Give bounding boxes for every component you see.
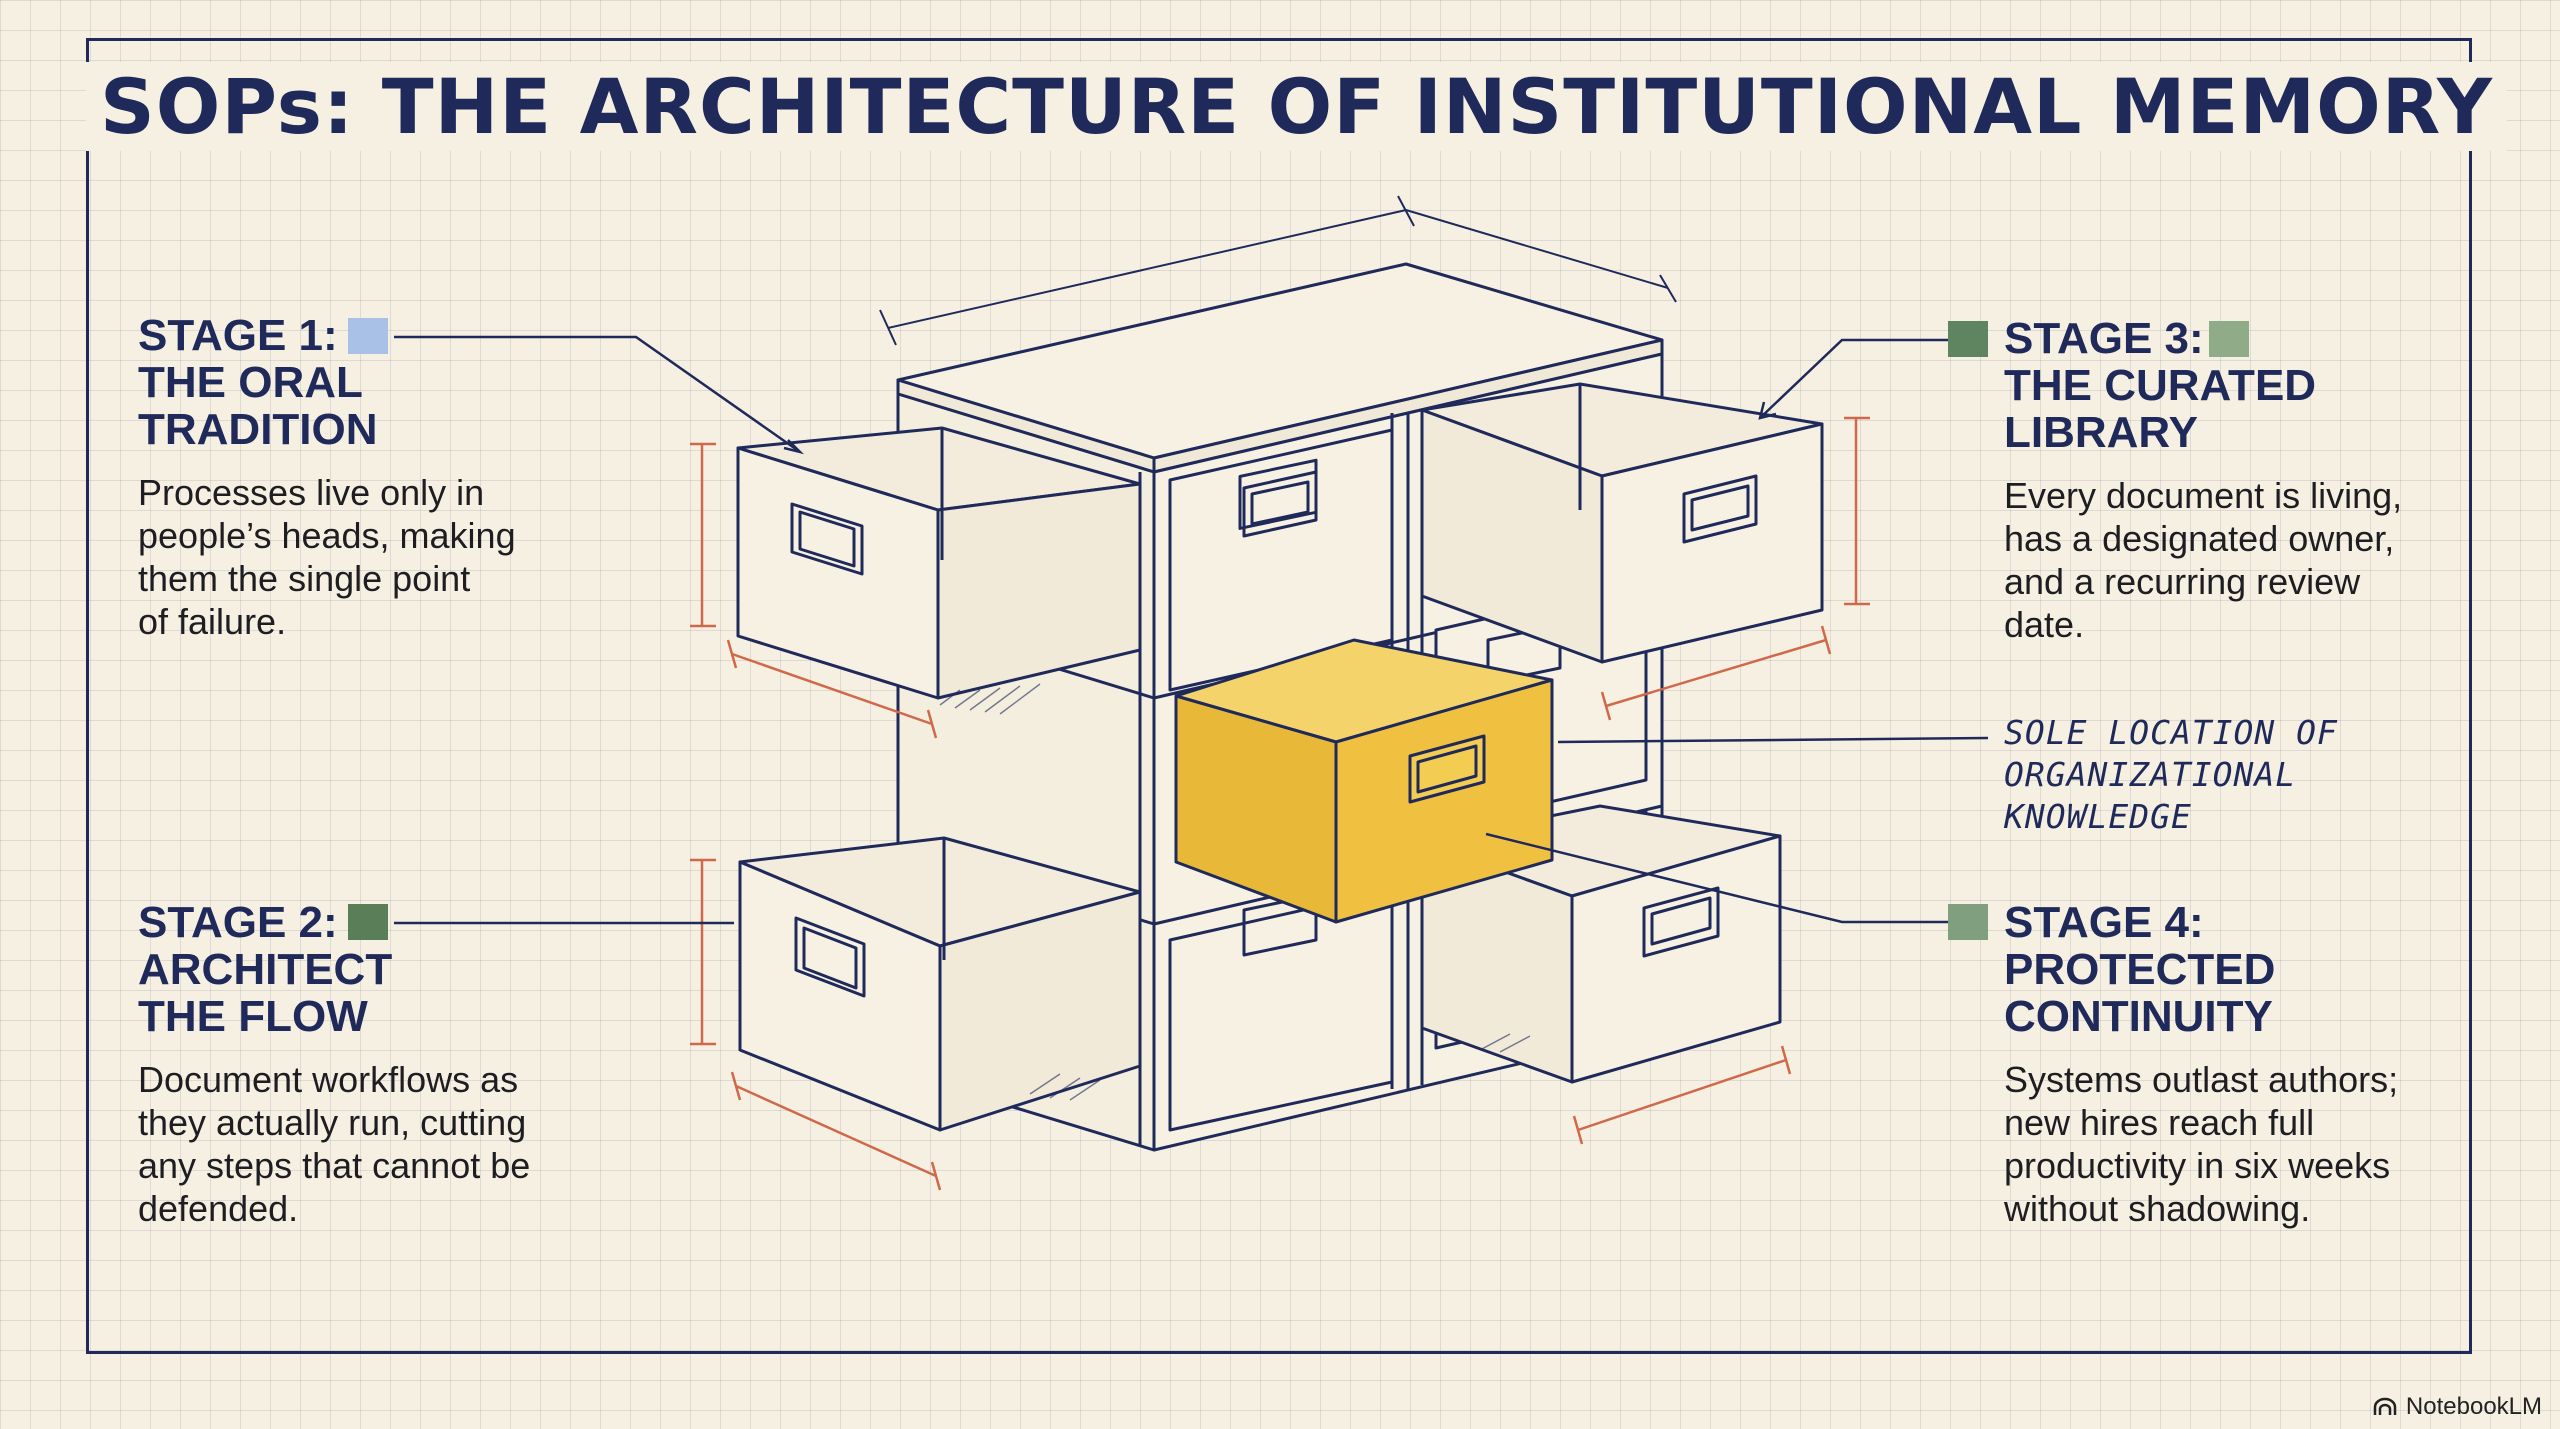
stage-1-description: Processes live only in people’s heads, m… [138, 472, 516, 642]
stage-4-heading: STAGE 4: PROTECTED CONTINUITY [2004, 898, 2276, 1041]
page-title: SOPs: THE ARCHITECTURE OF INSTITUTIONAL … [86, 62, 2508, 151]
blueprint-frame [86, 38, 2472, 1354]
stage-4-block: STAGE 4: PROTECTED CONTINUITY Systems ou… [2004, 899, 2524, 1230]
stage-3-description: Every document is living, has a designat… [2004, 475, 2403, 645]
stage-2-block: STAGE 2: ARCHITECT THE FLOW Document wor… [138, 899, 658, 1230]
brand-watermark: NotebookLM [2372, 1393, 2542, 1421]
stage-3-block: STAGE 3: THE CURATED LIBRARY Every docum… [2004, 315, 2504, 646]
brand-name: NotebookLM [2405, 1393, 2542, 1420]
stage-1-block: STAGE 1: THE ORAL TRADITION Processes li… [138, 312, 658, 643]
stage-3-heading: STAGE 3: THE CURATED LIBRARY [2004, 314, 2317, 457]
highlight-callout-label: SOLE LOCATION OF ORGANIZATIONAL KNOWLEDG… [2004, 713, 2338, 836]
stage-3-marker-swatch [1948, 321, 1988, 357]
stage-4-color-swatch [1948, 904, 1988, 940]
stage-4-description: Systems outlast authors; new hires reach… [2004, 1059, 2399, 1229]
stage-3-color-swatch [2209, 321, 2249, 357]
stage-2-color-swatch [348, 904, 388, 940]
stage-1-color-swatch [348, 318, 388, 354]
notebooklm-logo-icon [2373, 1397, 2397, 1415]
stage-1-heading: STAGE 1: THE ORAL TRADITION [138, 311, 378, 454]
stage-2-description: Document workflows as they actually run,… [138, 1059, 531, 1229]
stage-2-heading: STAGE 2: ARCHITECT THE FLOW [138, 898, 393, 1041]
